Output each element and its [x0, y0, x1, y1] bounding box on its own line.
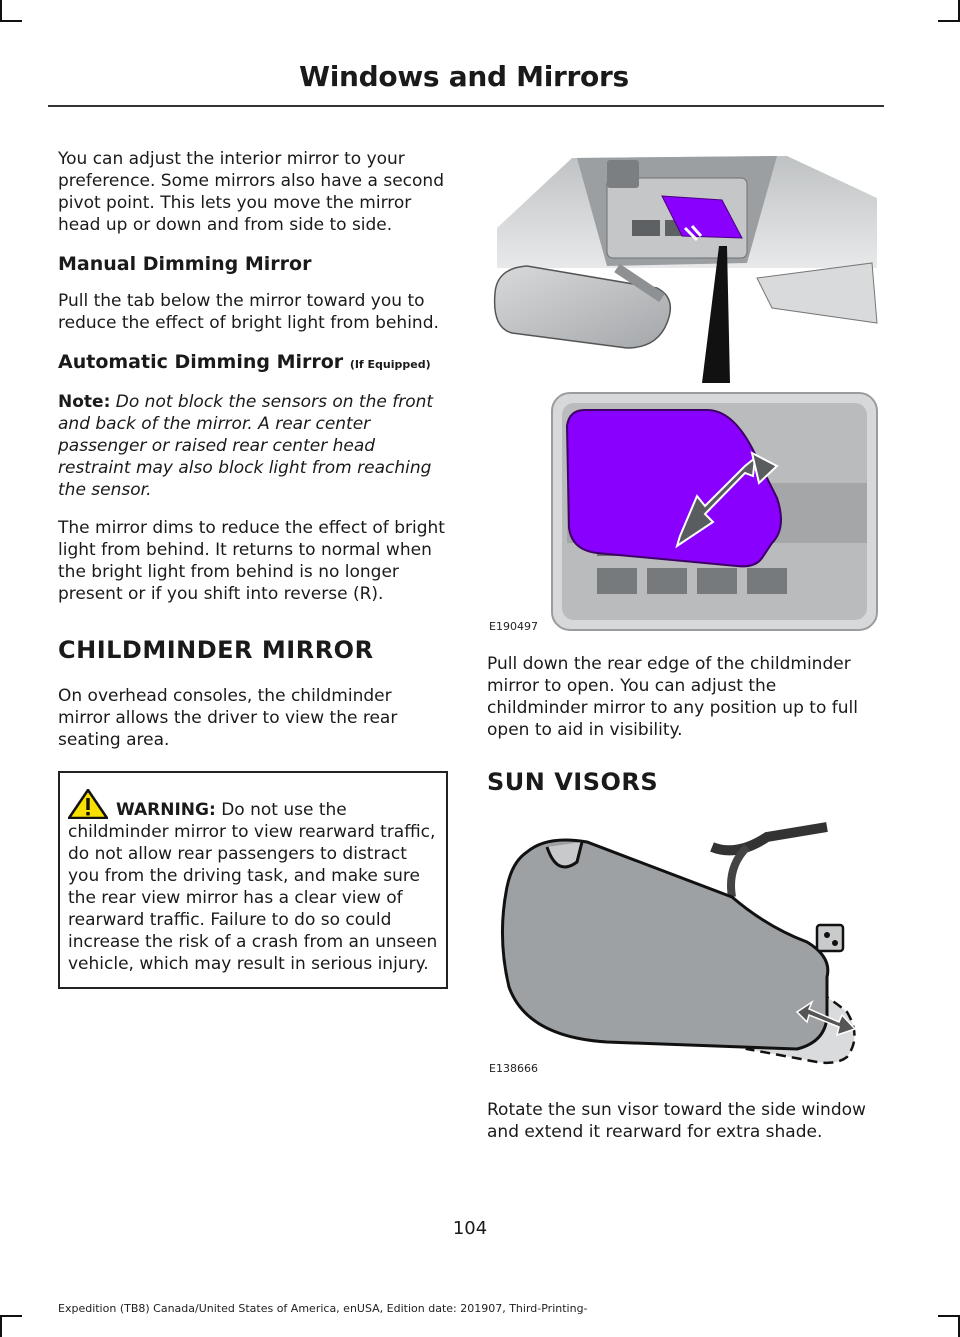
right-column: E190497 Pull down the rear edge of the c…	[487, 148, 882, 1143]
crop-mark	[0, 1315, 22, 1317]
sun-visor-figure: E138666	[487, 817, 882, 1077]
crop-mark	[938, 1315, 960, 1317]
sun-visors-heading: SUN VISORS	[487, 768, 659, 796]
note-label: Note:	[58, 392, 111, 412]
crop-mark	[0, 1315, 2, 1337]
warning-triangle-icon	[68, 789, 108, 819]
crop-mark	[958, 1315, 960, 1337]
childminder-paragraph: On overhead consoles, the childminder mi…	[58, 686, 398, 750]
childminder-heading: CHILDMINDER MIRROR	[58, 636, 374, 664]
sun-visor-illustration	[500, 822, 857, 1065]
crop-mark	[958, 0, 960, 22]
warning-label: WARNING:	[116, 800, 216, 820]
auto-dimming-paragraph: The mirror dims to reduce the effect of …	[58, 518, 445, 604]
sun-visor-instructions: Rotate the sun visor toward the side win…	[487, 1100, 866, 1142]
childminder-mirror-figure: E190497	[487, 148, 882, 633]
left-column: You can adjust the interior mirror to yo…	[58, 148, 448, 989]
manual-dimming-paragraph: Pull the tab below the mirror toward you…	[58, 291, 439, 333]
figure-id: E138666	[489, 1062, 538, 1075]
childminder-mirror-illustration	[493, 156, 878, 631]
crop-mark	[0, 20, 22, 22]
warning-box: WARNING: Do not use the childminder mirr…	[58, 771, 448, 989]
manual-dimming-heading: Manual Dimming Mirror	[58, 253, 312, 275]
crop-mark	[938, 20, 960, 22]
intro-paragraph: You can adjust the interior mirror to yo…	[58, 149, 444, 235]
page-number: 104	[452, 1218, 488, 1239]
note-paragraph: Note: Do not block the sensors on the fr…	[58, 391, 448, 501]
childminder-instructions: Pull down the rear edge of the childmind…	[487, 654, 858, 740]
footer-text: Expedition (TB8) Canada/United States of…	[58, 1302, 588, 1315]
note-text: Do not block the sensors on the front an…	[58, 392, 434, 500]
crop-mark	[0, 0, 2, 22]
header-divider	[48, 105, 884, 107]
if-equipped-label: (If Equipped)	[349, 358, 431, 371]
figure-id: E190497	[489, 620, 538, 633]
auto-dimming-heading-text: Automatic Dimming Mirror	[58, 351, 344, 373]
page-title: Windows and Mirrors	[299, 60, 629, 93]
auto-dimming-heading: Automatic Dimming Mirror (If Equipped)	[58, 350, 448, 377]
warning-text: Do not use the childminder mirror to vie…	[68, 800, 438, 974]
warning-paragraph: WARNING: Do not use the childminder mirr…	[68, 789, 438, 975]
